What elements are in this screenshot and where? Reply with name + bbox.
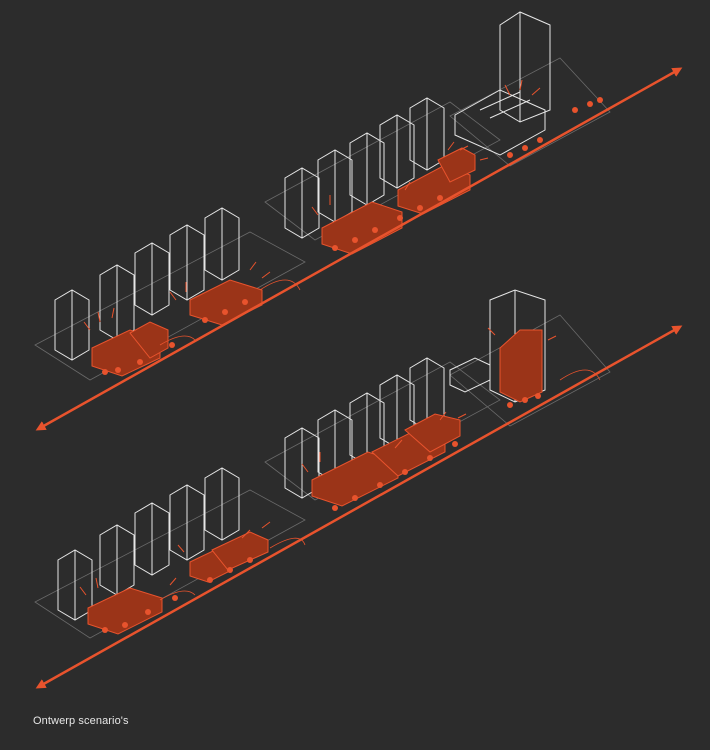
markers-bottom bbox=[102, 393, 541, 633]
scenario-top bbox=[34, 11, 683, 431]
orange-blocks-top bbox=[91, 147, 476, 377]
plot-right bbox=[449, 57, 611, 167]
caption: Ontwerp scenario's bbox=[33, 715, 129, 727]
arrow-top bbox=[35, 67, 683, 431]
tower-right bbox=[454, 11, 551, 156]
arrow-bottom bbox=[35, 325, 683, 689]
orange-blocks-bottom bbox=[87, 329, 543, 635]
scenario-bottom bbox=[34, 289, 683, 689]
block-3 bbox=[189, 279, 263, 326]
